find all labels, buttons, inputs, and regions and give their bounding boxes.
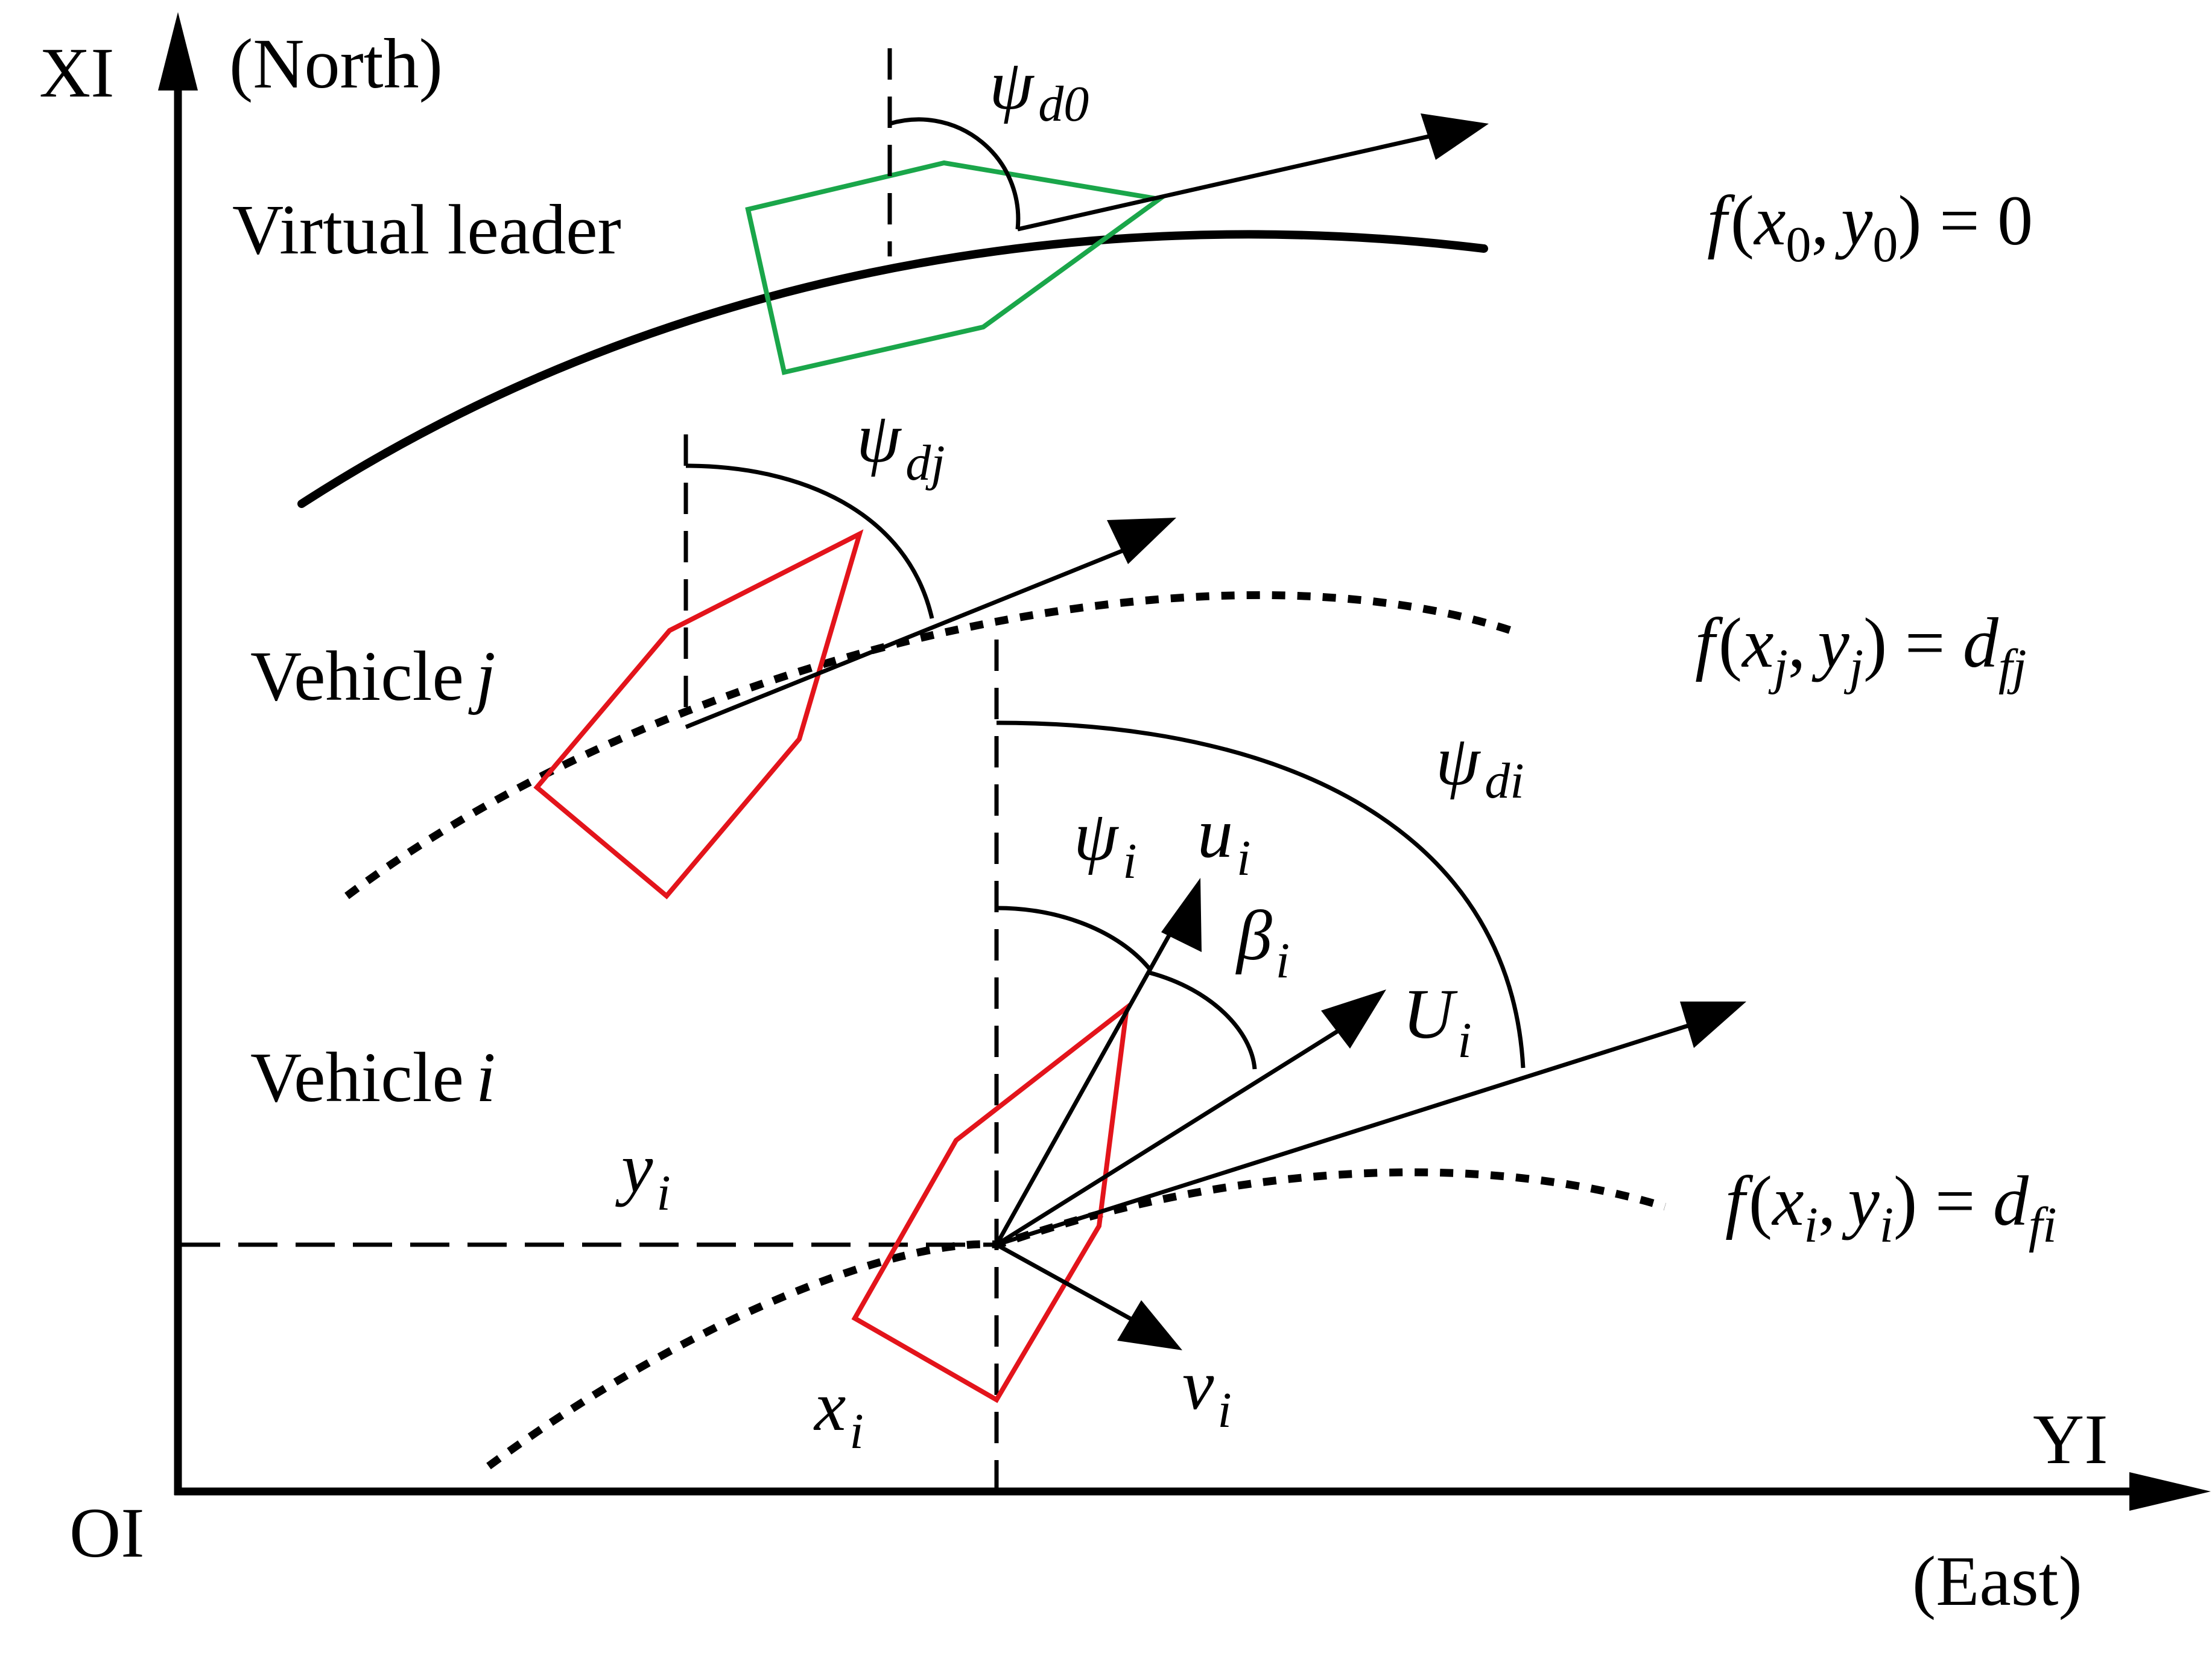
axes: XI (North) YI (East) OI xyxy=(39,12,2211,1621)
east-direction-label: (East) xyxy=(1912,1542,2082,1621)
U-i-velocity-arrow xyxy=(995,1021,1352,1247)
virtual-leader-label: Virtual leader xyxy=(232,190,621,269)
psi-di-label: ψdi xyxy=(1436,721,1524,809)
v-i-velocity-arrow xyxy=(995,1242,1147,1330)
heading-di-arrowhead-icon xyxy=(1680,1002,1746,1048)
u-i-velocity-arrow xyxy=(994,916,1182,1246)
vehicle-j-heading-arrowhead-icon xyxy=(1107,518,1176,564)
vehicle-i-hull xyxy=(851,1002,1130,1403)
virtual-leader-group: Virtual leader ψd0 xyxy=(232,45,1489,508)
v-i-label: vi xyxy=(1182,1345,1232,1438)
psi-i-angle-arc xyxy=(996,906,1151,970)
leader-path-curve xyxy=(297,230,1488,508)
equations: f(x0,y0) = 0 f(xj,yj) = dfj f(xi,yi) = d… xyxy=(1695,181,2057,1253)
leader-path-equation: f(x0,y0) = 0 xyxy=(1707,181,2033,273)
origin-label: OI xyxy=(69,1493,145,1572)
north-direction-label: (North) xyxy=(229,24,443,103)
east-axis-label: YI xyxy=(2033,1400,2108,1479)
x-i-label: xi xyxy=(813,1367,864,1459)
north-axis-label: XI xyxy=(39,33,115,112)
heading-di-arrow xyxy=(995,1017,1708,1247)
beta-i-label: βi xyxy=(1235,896,1290,989)
psi-i-label: ψi xyxy=(1074,796,1137,889)
east-axis-arrowhead-icon xyxy=(2129,1472,2211,1511)
u-i-label: ui xyxy=(1197,793,1250,886)
vehicle-j-heading-arrow xyxy=(685,539,1147,729)
u-i-arrowhead-icon xyxy=(1161,878,1202,952)
vehicle-j-path-curve xyxy=(344,591,1522,900)
leader-heading-arrowhead-icon xyxy=(1421,113,1489,160)
psi-dj-label: ψdj xyxy=(857,398,945,491)
leader-heading-arrow xyxy=(1017,124,1472,232)
leader-heading-angle-arc xyxy=(889,117,1021,230)
north-axis-arrowhead-icon xyxy=(158,12,198,91)
y-i-label: yi xyxy=(615,1128,671,1221)
U-i-label: Ui xyxy=(1402,974,1472,1069)
v-i-arrowhead-icon xyxy=(1117,1300,1182,1350)
vehicle-i-path-curve xyxy=(486,1168,1666,1470)
psi-di-angle-arc xyxy=(996,720,1526,1069)
vehicle-j-heading-angle-arc xyxy=(685,463,934,619)
vehicle-j-hull xyxy=(533,529,864,900)
beta-i-angle-arc xyxy=(1149,970,1257,1070)
psi-d0-label: ψd0 xyxy=(989,45,1089,132)
vehicle-i-path-equation: f(xi,yi) = dfi xyxy=(1725,1161,2057,1253)
vehicle-j-path-equation: f(xj,yj) = dfj xyxy=(1695,603,2027,695)
leader-hull xyxy=(745,160,1166,375)
U-i-arrowhead-icon xyxy=(1321,989,1386,1049)
